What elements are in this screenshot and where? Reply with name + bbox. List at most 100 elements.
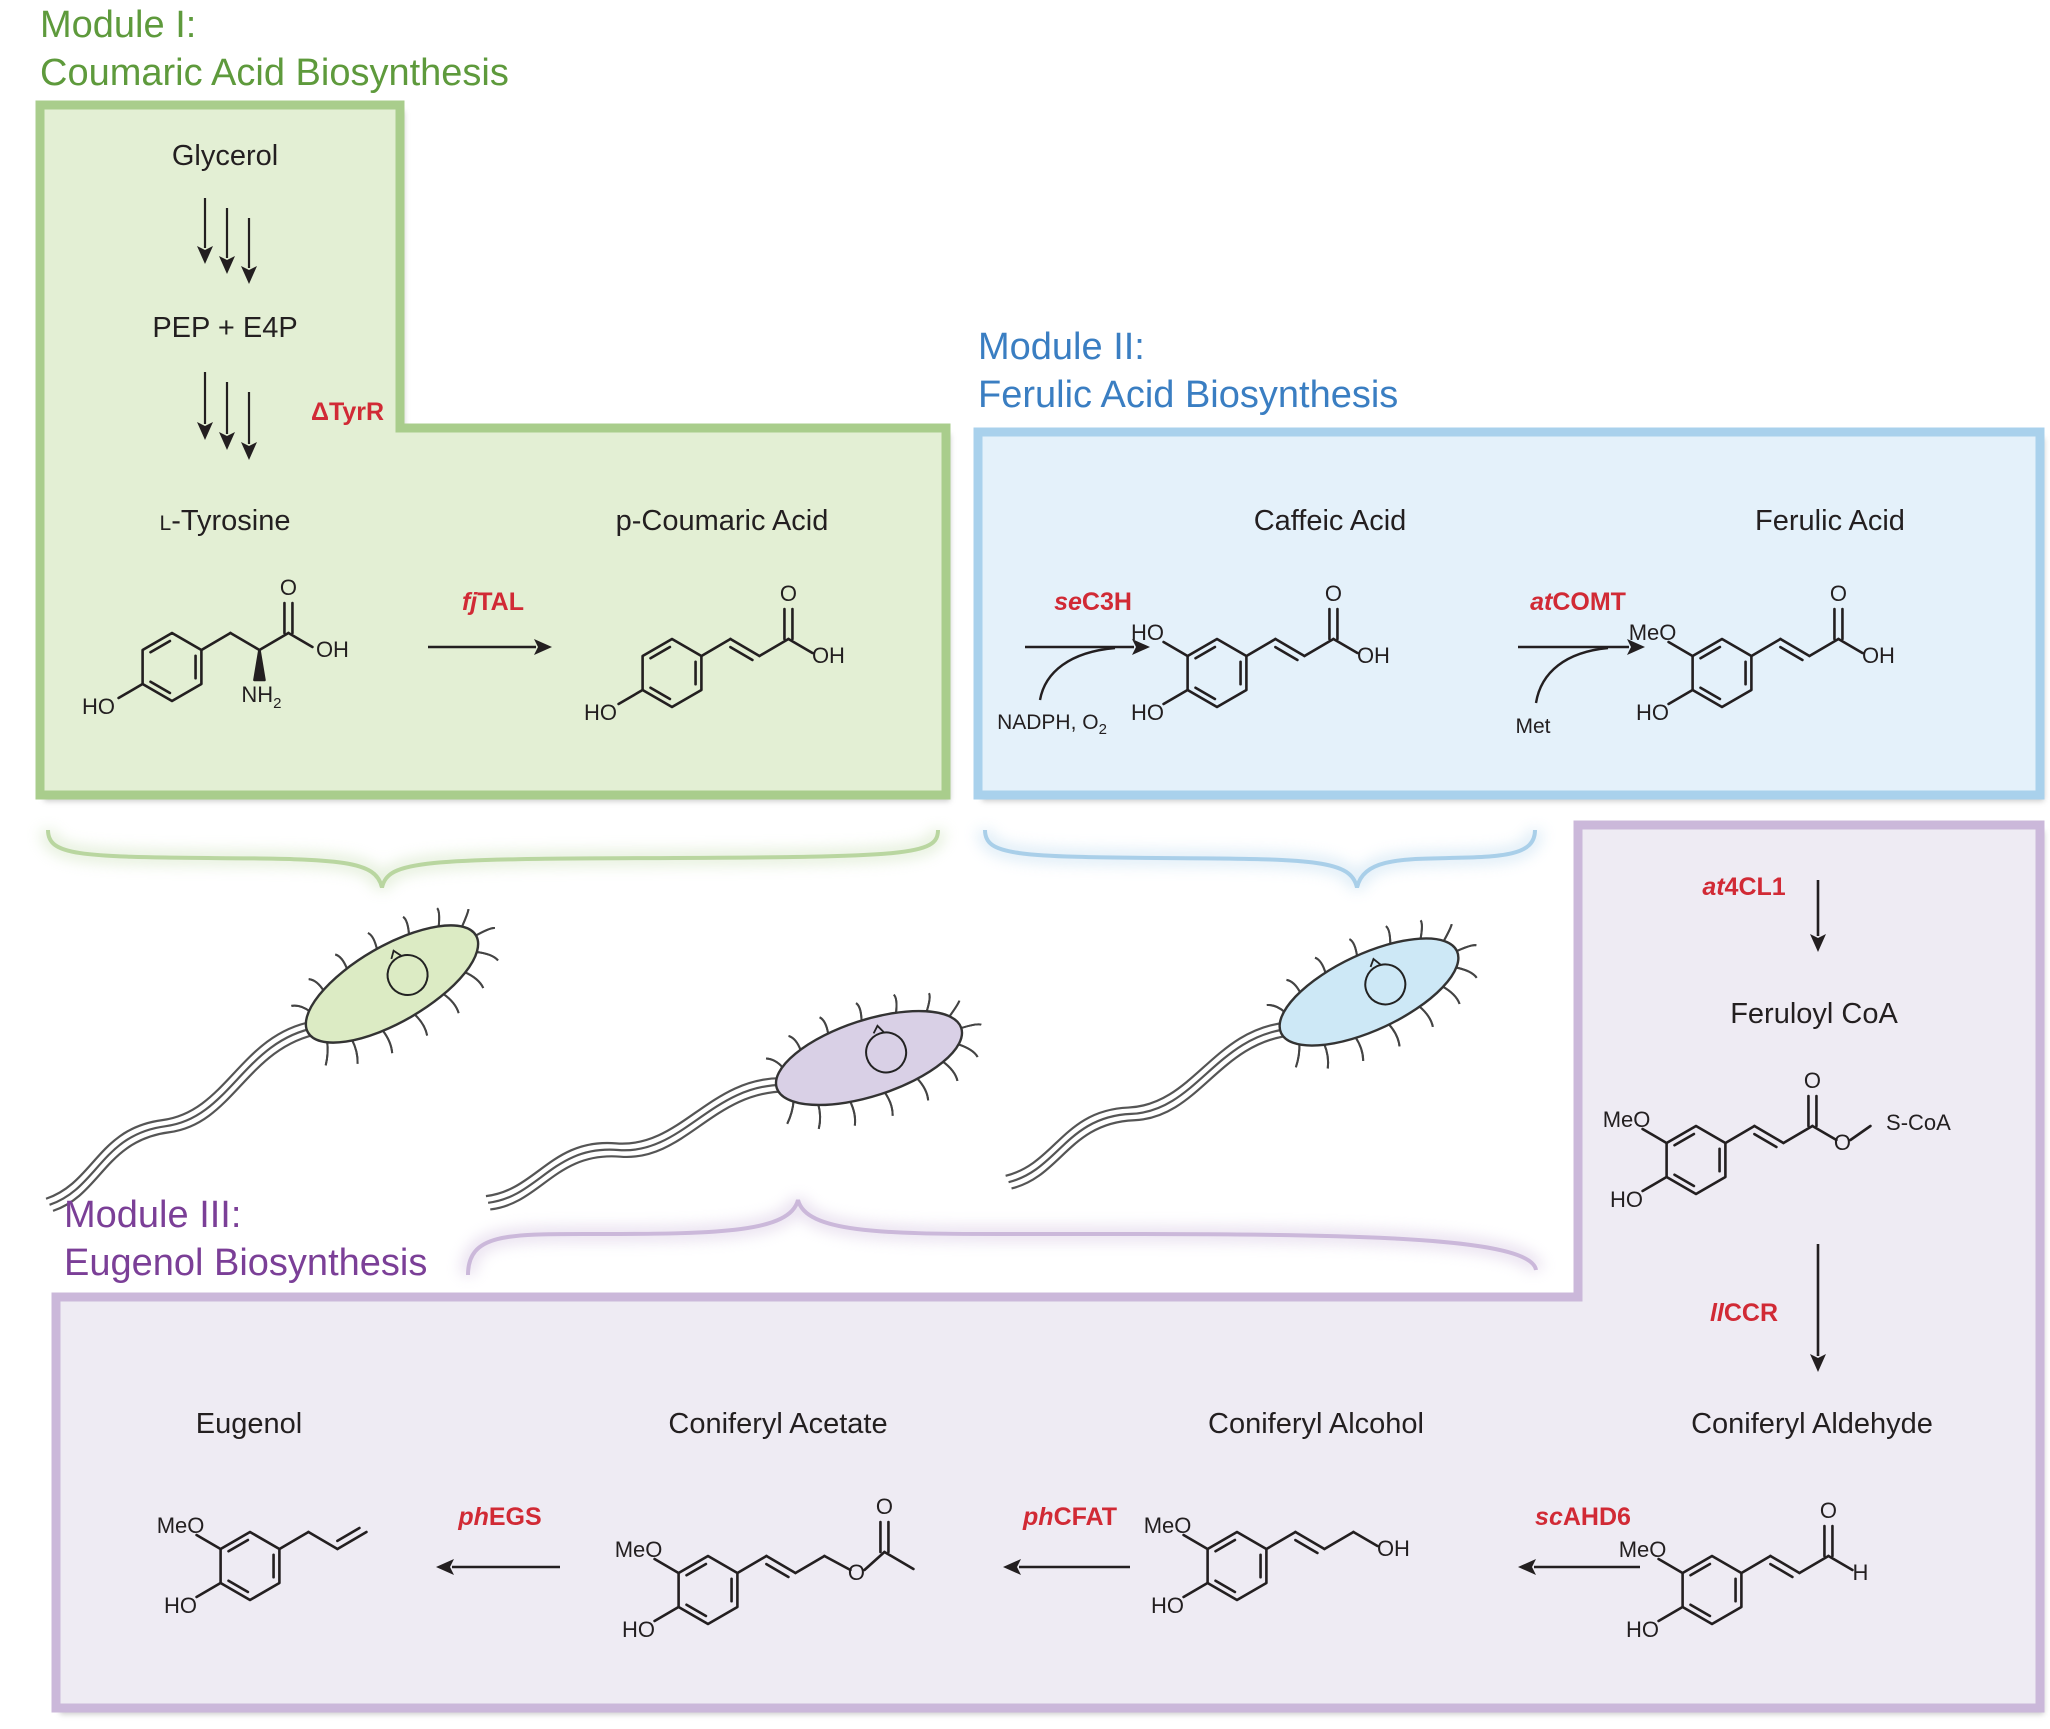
coniferyl-aldehyde-vinyl-double (1769, 1562, 1794, 1579)
coniferyl-acetate-carbonyl-o: O (876, 1494, 893, 1519)
module-2-title: Ferulic Acid Biosynthesis (978, 373, 1399, 416)
coniferyl-alcohol-c4 (1352, 1530, 1379, 1548)
bacterium-green-pilus (436, 907, 441, 928)
compound-coniferyl-acetate: Coniferyl Acetate (668, 1408, 888, 1440)
bacterium-purple-pilus (819, 1016, 830, 1035)
eugenol-ring-double (227, 1538, 275, 1594)
bacterium-purple-flagellum-1 (485, 1077, 785, 1198)
feruloyl-coa-ho2: HO (1610, 1187, 1643, 1212)
bacterium-blue-pilus (1354, 1036, 1365, 1061)
tyrosine-cb (200, 631, 232, 652)
arrows-glycerol-pep-2-head (219, 256, 235, 274)
tyrosine-oh: OH (316, 637, 349, 662)
eugenol-c1 (278, 1530, 310, 1551)
sec3h-name: C3H (1081, 588, 1132, 616)
fjtal-name: TAL (477, 588, 525, 616)
caffeic-acid-ho2: HO (1131, 700, 1164, 725)
module-2-brace (983, 829, 1537, 889)
eugenol-c2 (307, 1530, 339, 1551)
compound-glycerol: Glycerol (171, 140, 279, 172)
bacterium-blue-plasmid-arrow (1369, 957, 1382, 968)
feruloyl-coa-ho2-bond (1641, 1175, 1668, 1193)
enzyme-phcfat: phCFAT (1023, 1505, 1117, 1530)
fjtal-species: fj (461, 588, 478, 616)
bacterium-blue-pilus (1418, 1005, 1434, 1028)
ferulic-acid-c4 (1837, 637, 1864, 655)
coniferyl-acetate-c3 (794, 1554, 826, 1575)
coniferyl-acetate-ho2-bond (653, 1605, 680, 1623)
bacterium-purple-pilus (849, 1100, 857, 1126)
arrows-pep-tyrosine-1-head (197, 422, 213, 440)
coniferyl-acetate-ester-o: O (848, 1560, 865, 1585)
arrow-fjtal-head (534, 639, 552, 655)
coniferyl-acetate-ring-double (685, 1562, 733, 1618)
coniferyl-acetate-me (883, 1550, 915, 1571)
compound-feruloyl-coa: Feruloyl CoA (1730, 998, 1898, 1030)
compound-caffeic-acid: Caffeic Acid (1253, 505, 1407, 537)
coniferyl-acetate-meo: MeO (615, 1537, 663, 1562)
enzyme-fjtal: fjTAL (462, 590, 524, 615)
feruloyl-coa-c1 (1724, 1124, 1756, 1145)
eugenol-c3-double (336, 1526, 361, 1543)
p-coumaric-acid-vinyl-double (729, 645, 754, 662)
bacterium-purple-plasmid-arrow (872, 1024, 885, 1034)
coniferyl-acetate-c1 (736, 1554, 768, 1575)
ferulic-acid-ho2-bond (1667, 688, 1694, 706)
bacterium-green-pilus (334, 953, 349, 970)
scahd6-species: sc (1535, 1503, 1563, 1531)
module-1-brace (46, 829, 940, 889)
eugenol-c3 (336, 1530, 368, 1551)
tyrosine-oh-bond (287, 631, 314, 649)
bacterium-green-flagellum-2 (49, 1026, 317, 1206)
eugenol-ho2: HO (164, 1593, 197, 1618)
compound-pep-e4p: PEP + E4P (152, 312, 298, 344)
module-2-panel (973, 427, 2045, 800)
feruloyl-coa-scoa: S-CoA (1886, 1110, 1951, 1135)
caffeic-acid-vinyl-double (1274, 645, 1299, 662)
coniferyl-alcohol-meo-bond (1182, 1533, 1209, 1551)
caffeic-acid-c1 (1245, 637, 1277, 658)
p-coumaric-acid-ho-bond (617, 688, 644, 706)
enzyme-scahd6: scAHD6 (1535, 1505, 1631, 1530)
bacterium-green-pilus (413, 1013, 429, 1036)
bacterium-green-flagellum-1 (45, 1020, 314, 1200)
bacterium-green-body (304, 924, 480, 1044)
o2-subscript: 2 (1098, 721, 1107, 739)
bacterium-blue (1005, 919, 1478, 1190)
eugenol-meo-bond (195, 1533, 222, 1551)
bacterium-green-plasmid (386, 954, 429, 996)
p-coumaric-acid-c3 (758, 637, 790, 658)
bacterium-green-pilus (350, 1039, 359, 1064)
module-3-title: Eugenol Biosynthesis (64, 1241, 428, 1284)
tyrosine-ca (229, 631, 261, 652)
bacterium-purple-pilus (855, 1002, 863, 1022)
eugenol-meo: MeO (157, 1513, 205, 1538)
arrow-llccr-head (1810, 1354, 1826, 1372)
bacterium-purple-pilus (893, 993, 898, 1014)
bacterium-purple-pilus (925, 992, 931, 1013)
ferulic-acid-ring-double (1699, 645, 1747, 701)
p-coumaric-acid-c4 (787, 637, 814, 655)
scahd6-name: AHD6 (1562, 1503, 1631, 1531)
bacterium-purple-pilus (883, 1091, 894, 1116)
caffeic-acid-ring-double (1194, 645, 1242, 701)
bacterium-blue-body (1278, 937, 1460, 1047)
caffeic-acid-carbonyl-o: O (1325, 581, 1342, 606)
ferulic-acid-vinyl-double (1779, 645, 1804, 662)
enzyme-at4cl1: at4CL1 (1702, 875, 1785, 900)
arrows-glycerol-pep-1-head (197, 246, 213, 264)
coniferyl-aldehyde-carbonyl-o: O (1820, 1498, 1837, 1523)
caffeic-acid-c4 (1332, 637, 1359, 655)
feruloyl-coa-c3 (1782, 1124, 1814, 1145)
bacterium-purple-pilus (916, 1077, 930, 1101)
sec3h-species: se (1054, 588, 1082, 616)
ferulic-acid-meo-bond (1667, 640, 1694, 658)
compound-p-coumaric-acid: p-Coumaric Acid (615, 505, 829, 537)
bacterium-blue-pilus (1323, 1043, 1330, 1069)
bacterium-blue-pilus (1348, 938, 1359, 957)
feruloyl-coa-meo-bond (1641, 1127, 1668, 1145)
arrows-pep-tyrosine-2-head (219, 432, 235, 450)
bacterium-blue-pilus (1354, 1036, 1365, 1061)
module-3-number: Module III: (64, 1194, 242, 1236)
coniferyl-aldehyde-vinyl (1769, 1554, 1801, 1575)
